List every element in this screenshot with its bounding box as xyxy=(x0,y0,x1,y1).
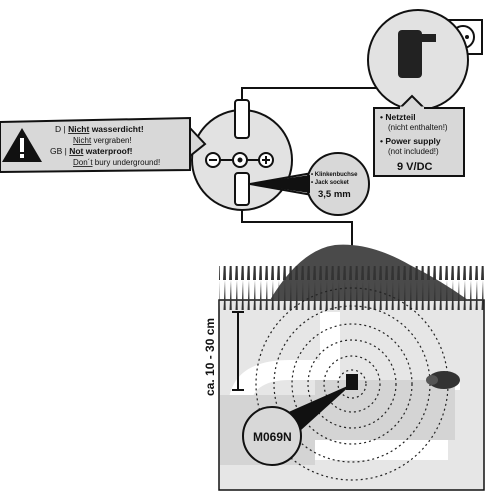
power-adapter-icon xyxy=(398,30,422,78)
jack-socket-label-shape xyxy=(248,152,370,216)
connector-circle xyxy=(191,99,293,211)
power-en-note: (not included!) xyxy=(388,147,439,156)
jack-label-size: 3,5 mm xyxy=(318,189,351,200)
warning-line-4: Don´t bury underground! xyxy=(73,158,160,167)
warning-line-3: GB | Not waterproof! xyxy=(50,146,133,156)
power-voltage: 9 V/DC xyxy=(397,161,433,173)
plug-icon xyxy=(234,99,250,139)
ground-scene xyxy=(218,244,485,491)
power-supply-circle xyxy=(367,9,469,111)
warning-box xyxy=(0,116,207,174)
depth-label: ca. 10 - 30 cm xyxy=(203,318,217,396)
jack-label-line-2: • Jack socket xyxy=(311,180,349,186)
jack-label-line-1: • Klinkenbuchse xyxy=(311,172,358,178)
jack-socket-icon xyxy=(234,172,250,206)
power-en-title: • Power supply xyxy=(380,136,441,146)
power-supply-label xyxy=(373,94,465,177)
device-model-label: M069N xyxy=(253,430,292,444)
warning-line-2: Nicht vergraben! xyxy=(73,136,132,145)
warning-line-1: D | Nicht wasserdicht! xyxy=(55,124,144,134)
power-de-title: • Netzteil xyxy=(380,112,416,122)
mole-icon xyxy=(428,371,460,389)
power-de-note: (nicht enthalten!) xyxy=(388,123,448,132)
device-callout xyxy=(242,406,302,466)
